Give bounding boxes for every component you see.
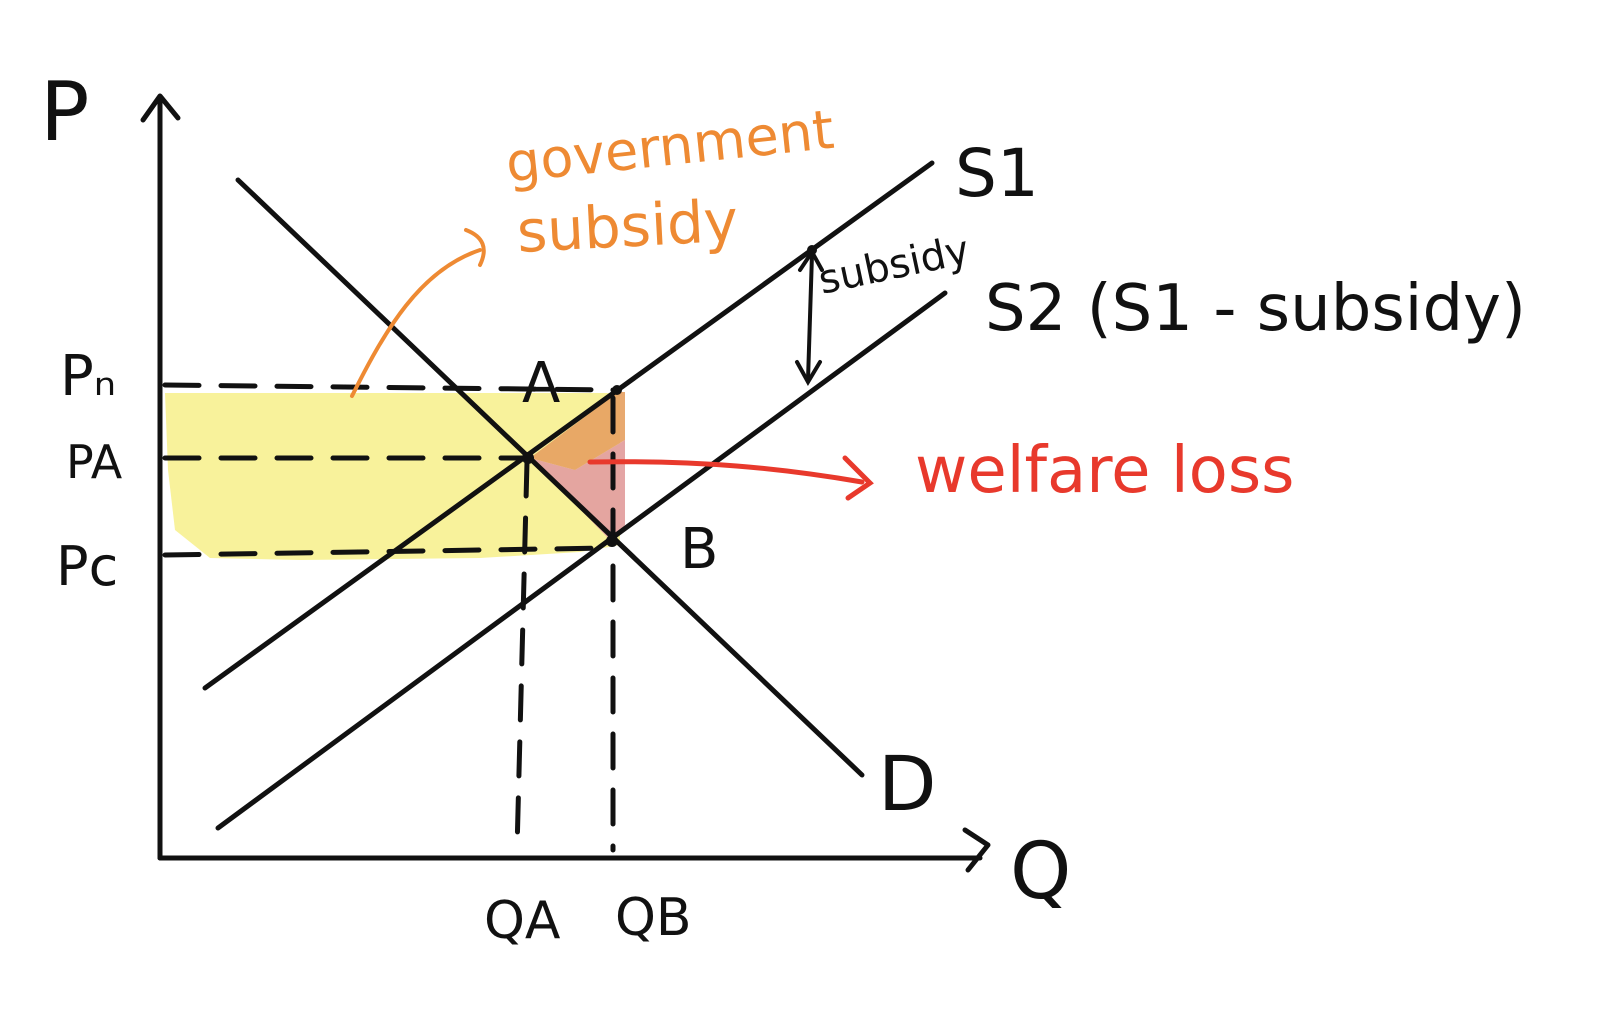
- overlap-area: [530, 392, 625, 470]
- welfare-loss-area: [530, 440, 625, 542]
- demand-curve-d: [235, 177, 865, 778]
- axes: [140, 93, 991, 873]
- guide-lines: [162, 382, 621, 853]
- p-high-guide: [162, 382, 621, 393]
- point-label-a: A: [522, 351, 560, 416]
- welfare-loss-arrow: [587, 455, 874, 501]
- y-axis-arrow: [140, 93, 181, 123]
- q-a-guide: [514, 459, 530, 853]
- supply-curve-s2: [215, 290, 948, 831]
- point-a-dot: [522, 452, 534, 464]
- curve-label-s1: S1: [955, 135, 1039, 212]
- quantity-label-qb: QB: [615, 888, 692, 948]
- x-axis-arrow: [962, 827, 991, 873]
- subsidy-arrow: [795, 248, 824, 387]
- point-b-dot: [606, 535, 618, 547]
- government-subsidy-arrow: [350, 228, 486, 398]
- price-label-pc: Pc: [56, 535, 118, 598]
- curve-label-s2: S2 (S1 - subsidy): [985, 272, 1526, 346]
- government-subsidy-label-line2: subsidy: [515, 186, 740, 265]
- government-subsidy-label-line1: government: [503, 98, 837, 195]
- price-label-high: Pₙ: [60, 344, 116, 409]
- point-top-dot: [612, 385, 622, 395]
- welfare-loss-label: welfare loss: [915, 434, 1295, 508]
- quantity-label-qa: QA: [484, 891, 561, 951]
- x-axis-label: Q: [1010, 827, 1071, 917]
- price-label-pa: PA: [66, 435, 123, 489]
- p-c-guide: [162, 545, 613, 558]
- curve-label-d: D: [878, 739, 937, 828]
- subsidy-annotation: subsidy: [815, 227, 974, 304]
- point-label-b: B: [680, 517, 718, 582]
- y-axis-label: P: [40, 65, 89, 160]
